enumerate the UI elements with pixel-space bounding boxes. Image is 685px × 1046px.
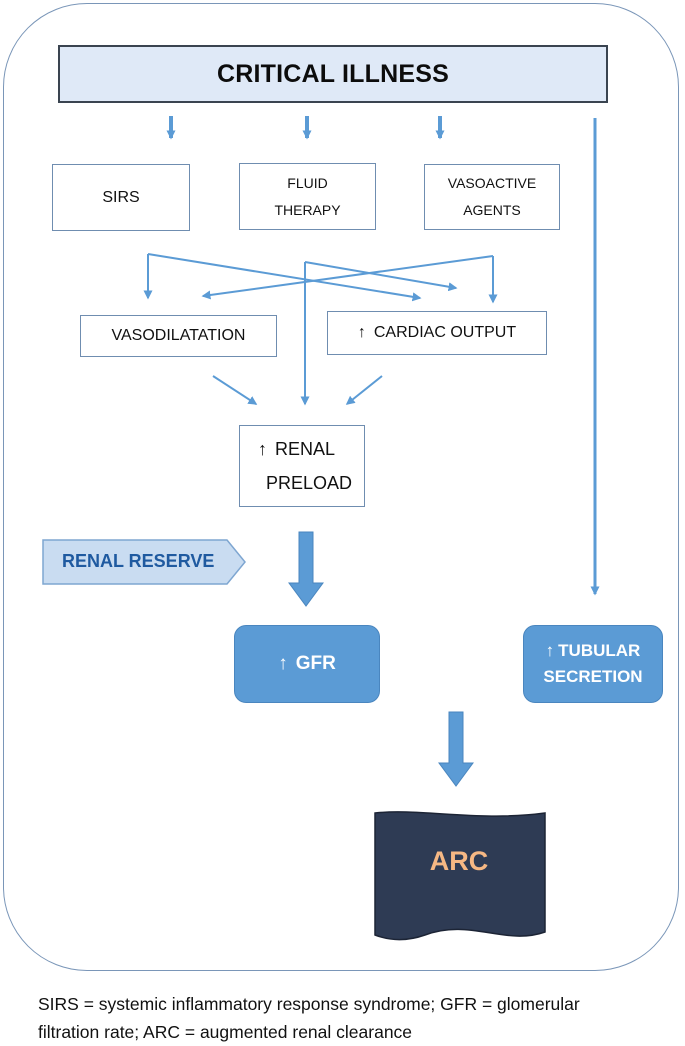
- fluid-label-line1: FLUID: [287, 174, 328, 191]
- up-arrow-icon: ↑: [258, 439, 267, 459]
- up-arrow-icon: ↑: [278, 653, 288, 674]
- sirs-label: SIRS: [102, 188, 140, 206]
- vaso-label-line2: AGENTS: [463, 202, 521, 218]
- block-arrow-to-arc: [438, 711, 474, 787]
- tubular-label-line1: TUBULAR: [558, 641, 641, 660]
- title-label: CRITICAL ILLNESS: [217, 59, 449, 88]
- cardiac-output-label: CARDIAC OUTPUT: [373, 324, 517, 341]
- renal-label-line2: PRELOAD: [266, 473, 353, 493]
- vasodilatation-box: VASODILATATION: [80, 315, 277, 357]
- gfr-label: GFR: [295, 653, 336, 674]
- vasodilatation-label: VASODILATATION: [111, 327, 246, 344]
- tubular-label-line2: SECRETION: [543, 667, 643, 686]
- up-arrow-icon: ↑: [357, 324, 366, 341]
- tubular-secretion-box: ↑TUBULAR SECRETION: [523, 625, 663, 703]
- vaso-label-line1: VASOACTIVE: [447, 175, 537, 191]
- sirs-box: SIRS: [52, 164, 190, 231]
- caption-line1: SIRS = systemic inflammatory response sy…: [38, 994, 580, 1014]
- arrow-fluid-cardiac: [304, 261, 458, 292]
- arc-label: ARC: [429, 846, 489, 876]
- vasoactive-agents-box: VASOACTIVE AGENTS: [424, 164, 560, 230]
- caption-line2: filtration rate; ARC = augmented renal c…: [38, 1022, 413, 1042]
- arc-shape: [374, 811, 546, 941]
- arrow-cardiac-renal: [345, 375, 383, 405]
- fluid-therapy-box: FLUID THERAPY: [239, 163, 376, 230]
- renal-reserve-shape: [42, 539, 246, 585]
- renal-preload-box: ↑ RENAL PRELOAD: [239, 425, 365, 507]
- caption: SIRS = systemic inflammatory response sy…: [38, 990, 678, 1046]
- cardiac-output-box: ↑ CARDIAC OUTPUT: [327, 311, 547, 355]
- up-arrow-icon: ↑: [545, 641, 555, 660]
- block-arrow-renal-gfr: [288, 531, 324, 607]
- renal-reserve-label: RENAL RESERVE: [62, 551, 215, 571]
- arrow-vaso-vasodilatation: [201, 255, 494, 300]
- fluid-label-line2: THERAPY: [274, 201, 341, 218]
- renal-label-line1: RENAL: [275, 439, 336, 459]
- gfr-box: ↑ GFR: [234, 625, 380, 703]
- critical-illness-title: CRITICAL ILLNESS: [58, 45, 608, 103]
- arrow-vasodilatation-renal: [212, 375, 258, 405]
- arrow-sirs-cardiac: [147, 253, 422, 302]
- outer-frame: [3, 3, 679, 971]
